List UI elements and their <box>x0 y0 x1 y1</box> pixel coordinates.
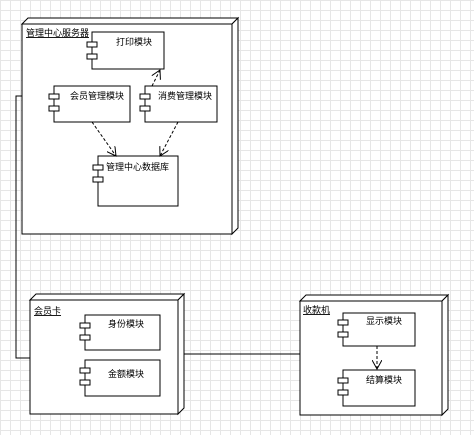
component-print[interactable]: 打印模块 <box>86 31 165 70</box>
component-port-icon <box>139 105 151 112</box>
component-display-label: 显示模块 <box>366 315 402 327</box>
component-port-icon <box>337 389 349 396</box>
component-identity[interactable]: 身份模块 <box>79 314 161 351</box>
component-consume-mgmt[interactable]: 消费管理模块 <box>139 85 218 123</box>
component-port-icon <box>79 322 91 329</box>
component-port-icon <box>337 319 349 326</box>
node-server-title: 管理中心服务器 <box>26 27 89 39</box>
component-database-label: 管理中心数据库 <box>106 161 169 173</box>
component-member-mgmt[interactable]: 会员管理模块 <box>48 85 131 123</box>
component-display[interactable]: 显示模块 <box>337 312 416 347</box>
component-checkout-label: 结算模块 <box>366 374 402 386</box>
component-port-icon <box>79 379 91 386</box>
dependency-member-to-database <box>91 121 116 156</box>
component-identity-label: 身份模块 <box>108 318 144 330</box>
component-consume-mgmt-label: 消费管理模块 <box>158 90 212 102</box>
component-amount-label: 金额模块 <box>108 368 144 380</box>
component-checkout[interactable]: 结算模块 <box>337 369 416 407</box>
component-port-icon <box>92 164 104 171</box>
component-member-mgmt-label: 会员管理模块 <box>70 90 124 102</box>
component-print-label: 打印模块 <box>116 36 152 48</box>
component-port-icon <box>139 93 151 100</box>
component-port-icon <box>48 93 60 100</box>
dependency-consume-to-database <box>160 121 179 156</box>
component-port-icon <box>86 53 98 60</box>
node-card-title: 会员卡 <box>34 305 61 317</box>
association-card-server <box>15 95 30 359</box>
component-port-icon <box>79 367 91 374</box>
component-port-icon <box>337 331 349 338</box>
component-database[interactable]: 管理中心数据库 <box>92 155 179 207</box>
dependency-consume-to-print <box>152 70 160 87</box>
component-port-icon <box>79 334 91 341</box>
component-port-icon <box>337 377 349 384</box>
component-amount[interactable]: 金额模块 <box>79 359 161 397</box>
component-port-icon <box>48 105 60 112</box>
node-register-title: 收款机 <box>303 304 330 316</box>
component-port-icon <box>92 176 104 183</box>
component-port-icon <box>86 41 98 48</box>
